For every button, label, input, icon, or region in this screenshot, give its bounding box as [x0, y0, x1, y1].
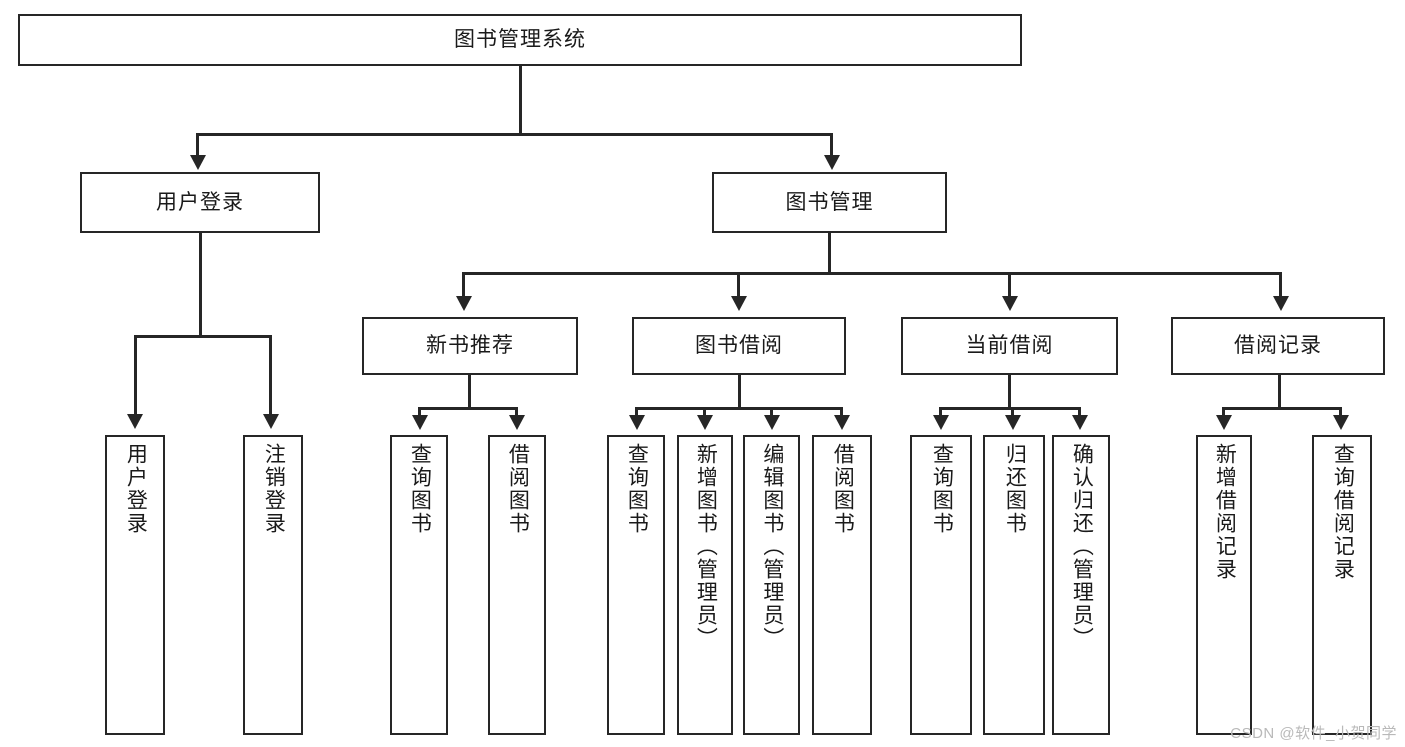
edge-book-borrow-to-leaf-3 — [840, 407, 843, 417]
leaf-borrow-record-1[interactable]: 查询借阅记录 — [1312, 435, 1372, 735]
edge-current-borrow-stem — [1008, 375, 1011, 407]
node-new-book-recommend-label: 新书推荐 — [426, 334, 514, 358]
leaf-book-borrow-1[interactable]: 新增图书（管理员） — [677, 435, 733, 735]
arrowhead-user-login — [190, 155, 206, 170]
edge-new-book-to-leaf-0 — [418, 407, 421, 417]
edge-borrow-record-bus — [1222, 407, 1342, 410]
node-user-login[interactable]: 用户登录 — [80, 172, 320, 233]
edge-current-borrow-to-leaf-0 — [939, 407, 942, 417]
edge-current-borrow-to-leaf-1 — [1011, 407, 1014, 417]
arrowhead-leaf-current-borrow-2 — [1072, 415, 1088, 430]
arrowhead-leaf-book-borrow-3 — [834, 415, 850, 430]
edge-user-login-to-leaf-1 — [269, 335, 272, 416]
edge-new-book-to-leaf-1 — [515, 407, 518, 417]
edge-user-login-stem — [199, 233, 202, 335]
edge-book-borrow-bus — [635, 407, 843, 410]
arrowhead-leaf-current-borrow-1 — [1005, 415, 1021, 430]
leaf-current-borrow-2[interactable]: 确认归还（管理员） — [1052, 435, 1110, 735]
leaf-user-login-0[interactable]: 用户登录 — [105, 435, 165, 735]
leaf-borrow-record-0-label: 新增借阅记录 — [1213, 443, 1237, 581]
edge-book-borrow-to-leaf-0 — [635, 407, 638, 417]
arrowhead-leaf-current-borrow-0 — [933, 415, 949, 430]
leaf-user-login-1-label: 注销登录 — [262, 443, 286, 535]
edge-current-borrow-to-leaf-2 — [1078, 407, 1081, 417]
leaf-borrow-record-1-label: 查询借阅记录 — [1331, 443, 1355, 581]
leaf-borrow-record-0[interactable]: 新增借阅记录 — [1196, 435, 1252, 735]
leaf-new-book-1[interactable]: 借阅图书 — [488, 435, 546, 735]
arrowhead-l3-2 — [1002, 296, 1018, 311]
leaf-new-book-0-label: 查询图书 — [408, 443, 432, 535]
leaf-user-login-0-label: 用户登录 — [124, 443, 148, 535]
edge-borrow-record-to-leaf-1 — [1339, 407, 1342, 417]
edge-book-borrow-stem — [738, 375, 741, 407]
node-root-label: 图书管理系统 — [454, 28, 586, 52]
arrowhead-l3-1 — [731, 296, 747, 311]
node-book-manage-label: 图书管理 — [785, 190, 874, 214]
leaf-user-login-1[interactable]: 注销登录 — [243, 435, 303, 735]
edge-user-login-bus — [134, 335, 272, 338]
node-user-login-label: 用户登录 — [156, 190, 244, 214]
edge-root-to-book-manage — [830, 133, 833, 157]
edge-book-manage-to-l3-3 — [1279, 272, 1282, 298]
edge-book-manage-bus — [462, 272, 1282, 275]
node-root[interactable]: 图书管理系统 — [18, 14, 1022, 66]
node-borrow-record-label: 借阅记录 — [1234, 334, 1322, 358]
leaf-current-borrow-2-label: 确认归还（管理员） — [1070, 443, 1094, 650]
node-current-borrow[interactable]: 当前借阅 — [901, 317, 1118, 375]
leaf-current-borrow-0[interactable]: 查询图书 — [910, 435, 972, 735]
watermark-text: CSDN @软件_小贺同学 — [1230, 725, 1397, 742]
edge-borrow-record-to-leaf-0 — [1222, 407, 1225, 417]
arrowhead-leaf-borrow-record-1 — [1333, 415, 1349, 430]
arrowhead-leaf-user-login-1 — [263, 414, 279, 429]
edge-user-login-to-leaf-0 — [134, 335, 137, 416]
leaf-book-borrow-0-label: 查询图书 — [625, 443, 649, 535]
node-book-manage[interactable]: 图书管理 — [712, 172, 947, 233]
leaf-new-book-0[interactable]: 查询图书 — [390, 435, 448, 735]
arrowhead-leaf-book-borrow-0 — [629, 415, 645, 430]
edge-new-book-stem — [468, 375, 471, 407]
leaf-new-book-1-label: 借阅图书 — [506, 443, 530, 535]
leaf-book-borrow-3[interactable]: 借阅图书 — [812, 435, 872, 735]
node-book-borrow-label: 图书借阅 — [695, 334, 783, 358]
edge-book-manage-stem — [828, 233, 831, 272]
node-current-borrow-label: 当前借阅 — [965, 334, 1054, 358]
arrowhead-leaf-new-book-0 — [412, 415, 428, 430]
edge-book-borrow-to-leaf-2 — [770, 407, 773, 417]
edge-borrow-record-stem — [1278, 375, 1281, 407]
arrowhead-leaf-book-borrow-2 — [764, 415, 780, 430]
edge-book-manage-to-l3-0 — [462, 272, 465, 298]
edge-root-stem — [519, 66, 522, 133]
arrowhead-leaf-user-login-0 — [127, 414, 143, 429]
arrowhead-leaf-borrow-record-0 — [1216, 415, 1232, 430]
node-new-book-recommend[interactable]: 新书推荐 — [362, 317, 578, 375]
edge-book-manage-to-l3-2 — [1008, 272, 1011, 298]
edge-root-to-user-login — [196, 133, 199, 157]
arrowhead-l3-3 — [1273, 296, 1289, 311]
node-borrow-record[interactable]: 借阅记录 — [1171, 317, 1385, 375]
arrowhead-leaf-new-book-1 — [509, 415, 525, 430]
leaf-book-borrow-2-label: 编辑图书（管理员） — [760, 443, 784, 650]
leaf-current-borrow-1[interactable]: 归还图书 — [983, 435, 1045, 735]
leaf-book-borrow-1-label: 新增图书（管理员） — [694, 443, 718, 650]
edge-book-borrow-to-leaf-1 — [703, 407, 706, 417]
edge-book-manage-to-l3-1 — [737, 272, 740, 298]
leaf-current-borrow-1-label: 归还图书 — [1003, 443, 1027, 535]
edge-root-bus — [196, 133, 833, 136]
edge-new-book-bus — [418, 407, 518, 410]
node-book-borrow[interactable]: 图书借阅 — [632, 317, 846, 375]
arrowhead-l3-0 — [456, 296, 472, 311]
leaf-book-borrow-0[interactable]: 查询图书 — [607, 435, 665, 735]
arrowhead-leaf-book-borrow-1 — [697, 415, 713, 430]
leaf-book-borrow-3-label: 借阅图书 — [831, 443, 855, 535]
leaf-current-borrow-0-label: 查询图书 — [930, 443, 954, 535]
arrowhead-book-manage — [824, 155, 840, 170]
leaf-book-borrow-2[interactable]: 编辑图书（管理员） — [743, 435, 800, 735]
edge-current-borrow-bus — [939, 407, 1081, 410]
